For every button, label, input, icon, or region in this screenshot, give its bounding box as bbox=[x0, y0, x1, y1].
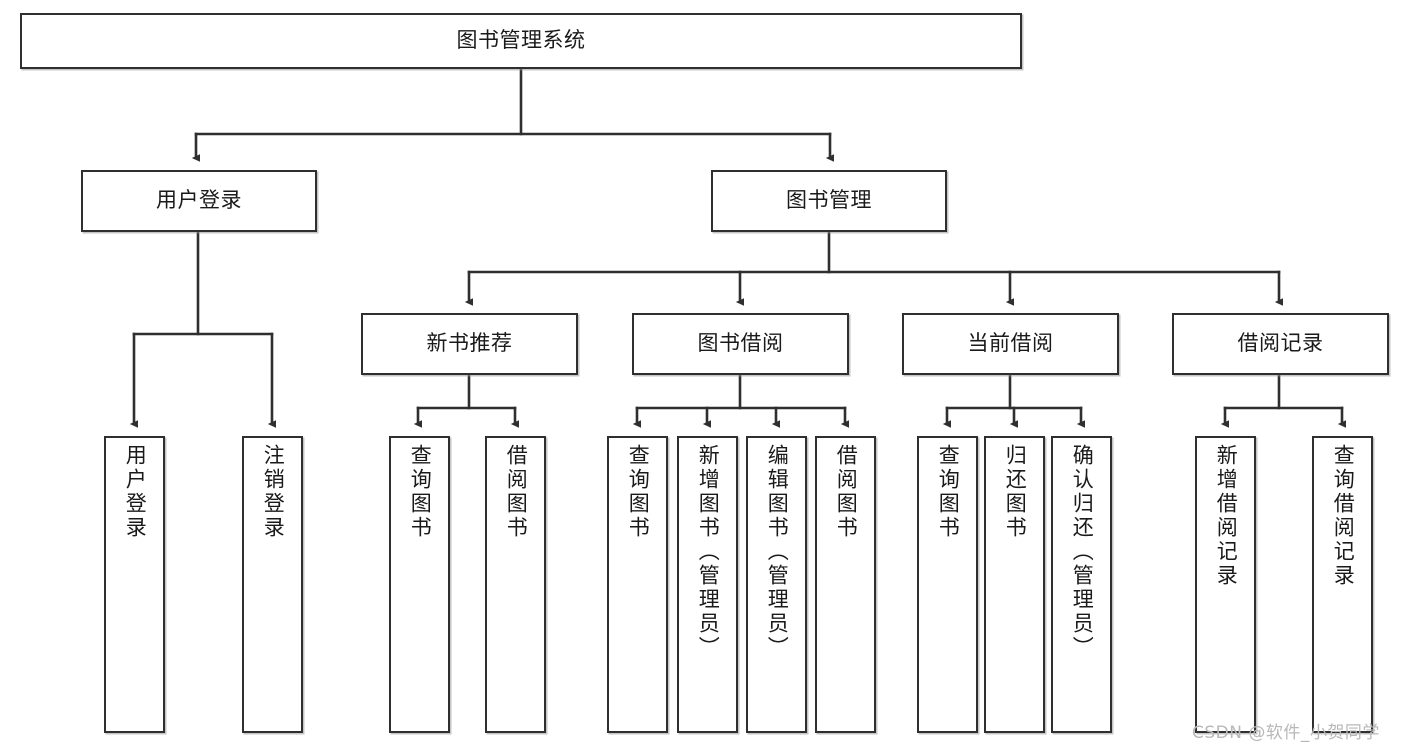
node-label: 当前借阅 bbox=[967, 331, 1054, 356]
edge-group-book-manage bbox=[464, 230, 1284, 306]
node-label: 用户登录 bbox=[156, 188, 242, 213]
node-current-borrow[interactable]: 当前借阅 bbox=[902, 313, 1119, 375]
leaf-user-login-logout[interactable]: 注销登录 bbox=[242, 436, 303, 733]
edge-group-user-login bbox=[129, 230, 277, 428]
node-label: 编辑图书（管理员） bbox=[765, 444, 790, 660]
node-label: 借阅图书 bbox=[504, 444, 529, 540]
leaf-current-borrow-query-book[interactable]: 查询图书 bbox=[917, 436, 978, 733]
leaf-user-login-login[interactable]: 用户登录 bbox=[104, 436, 165, 733]
node-label: 新增图书（管理员） bbox=[696, 444, 721, 660]
node-label: 确认归还（管理员） bbox=[1070, 444, 1095, 660]
edge-group-new-book-recommend bbox=[413, 373, 520, 428]
node-label: 归还图书 bbox=[1003, 444, 1028, 540]
node-root-book-management-system[interactable]: 图书管理系统 bbox=[20, 13, 1022, 69]
leaf-current-borrow-return-book[interactable]: 归还图书 bbox=[984, 436, 1045, 733]
leaf-current-borrow-confirm-return-admin[interactable]: 确认归还（管理员） bbox=[1051, 436, 1112, 733]
leaf-book-borrow-add-book-admin[interactable]: 新增图书（管理员） bbox=[677, 436, 738, 733]
edge-group-book-borrow bbox=[632, 373, 850, 428]
node-label: 借阅记录 bbox=[1237, 331, 1324, 356]
node-label: 图书管理系统 bbox=[456, 28, 586, 53]
node-user-login[interactable]: 用户登录 bbox=[81, 170, 317, 232]
leaf-borrow-record-query-record[interactable]: 查询借阅记录 bbox=[1312, 436, 1373, 733]
node-label: 新增借阅记录 bbox=[1214, 444, 1239, 588]
leaf-book-borrow-borrow-book[interactable]: 借阅图书 bbox=[815, 436, 876, 733]
node-borrow-record[interactable]: 借阅记录 bbox=[1172, 313, 1389, 375]
node-book-management[interactable]: 图书管理 bbox=[711, 170, 947, 232]
leaf-new-book-query-book[interactable]: 查询图书 bbox=[389, 436, 450, 733]
node-book-borrow[interactable]: 图书借阅 bbox=[632, 313, 849, 375]
edge-group-current-borrow bbox=[942, 373, 1086, 428]
leaf-book-borrow-query-book[interactable]: 查询图书 bbox=[607, 436, 668, 733]
leaf-book-borrow-edit-book-admin[interactable]: 编辑图书（管理员） bbox=[746, 436, 807, 733]
node-label: 查询图书 bbox=[626, 444, 651, 540]
node-label: 查询图书 bbox=[408, 444, 433, 540]
csdn-watermark: CSDN @软件_小贺同学 bbox=[1192, 723, 1380, 743]
node-label: 借阅图书 bbox=[834, 444, 859, 540]
node-label: 图书管理 bbox=[786, 188, 872, 213]
node-label: 用户登录 bbox=[123, 444, 148, 540]
node-label: 注销登录 bbox=[261, 444, 286, 540]
leaf-new-book-borrow-book[interactable]: 借阅图书 bbox=[485, 436, 546, 733]
leaf-borrow-record-add-record[interactable]: 新增借阅记录 bbox=[1195, 436, 1256, 733]
edge-group-root bbox=[191, 66, 835, 162]
node-new-book-recommend[interactable]: 新书推荐 bbox=[361, 313, 578, 375]
node-label: 新书推荐 bbox=[426, 331, 513, 356]
node-label: 查询借阅记录 bbox=[1331, 444, 1356, 588]
node-label: 查询图书 bbox=[936, 444, 961, 540]
node-label: 图书借阅 bbox=[697, 331, 784, 356]
edge-group-borrow-record bbox=[1220, 373, 1347, 428]
